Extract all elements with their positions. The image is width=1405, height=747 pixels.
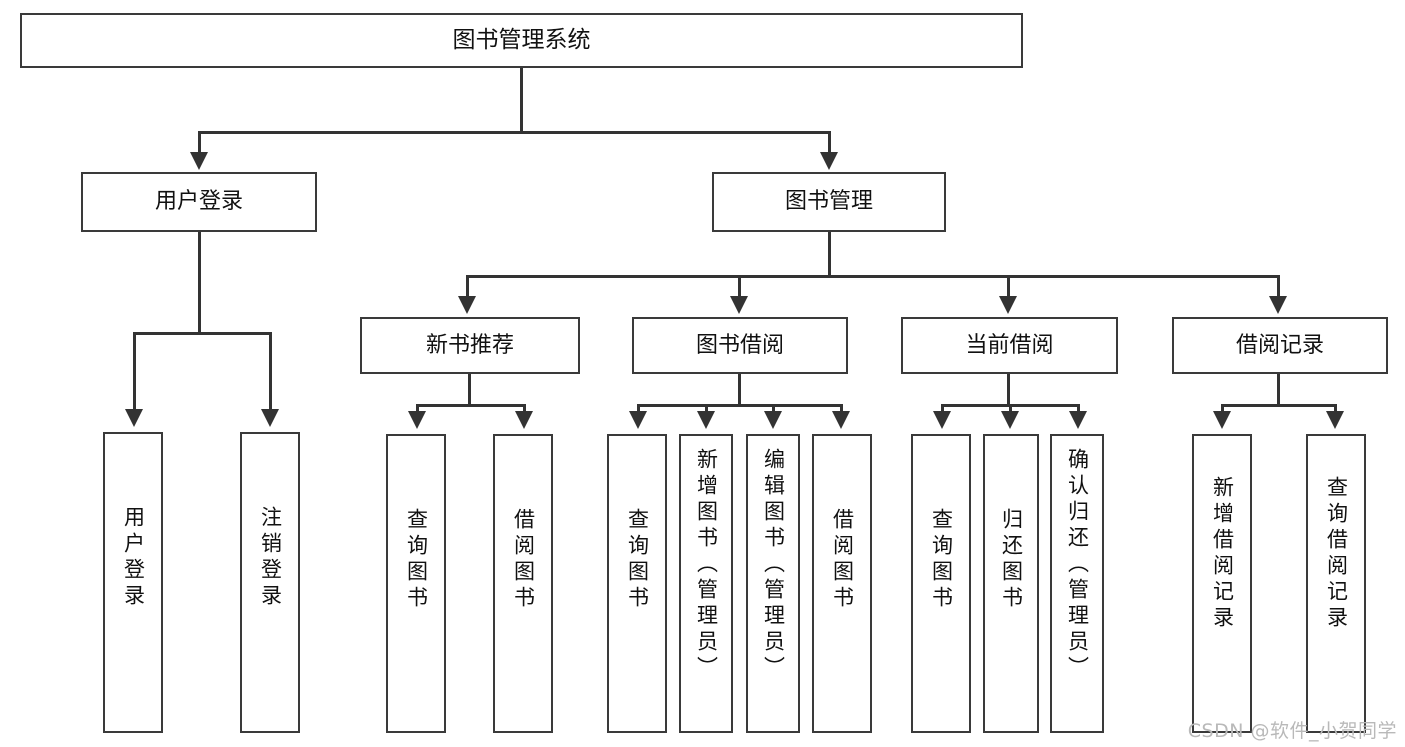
arrowhead-current-leaf-2	[1001, 411, 1019, 429]
leaf-borrow-query-book[interactable]: 查询图书	[607, 434, 667, 733]
leaf-query-borrow-record[interactable]: 查询借阅记录	[1306, 434, 1366, 733]
leaf-edit-book-admin[interactable]: 编辑图书（管理员）	[746, 434, 800, 733]
leaf-label: 查询借阅记录	[1324, 476, 1349, 632]
leaf-confirm-return-admin[interactable]: 确认归还（管理员）	[1050, 434, 1104, 733]
connector-recommend-drop-1	[416, 404, 419, 413]
leaf-label: 新增图书（管理员）	[694, 448, 719, 682]
connector-current-drop-3	[1077, 404, 1080, 413]
leaf-label: 编辑图书（管理员）	[761, 448, 786, 682]
leaf-label: 查询图书	[404, 508, 429, 612]
connector-bookmgmt-drop-2	[738, 275, 741, 297]
csdn-watermark: CSDN @软件_小贺同学	[1187, 720, 1397, 742]
arrowhead-root-to-login	[190, 152, 208, 170]
node-current-borrow[interactable]: 当前借阅	[901, 317, 1118, 374]
connector-bookmgmt-bus	[466, 275, 1280, 278]
arrowhead-level3-2	[730, 296, 748, 314]
node-label: 图书管理	[784, 189, 873, 215]
connector-record-drop-1	[1221, 404, 1224, 413]
arrowhead-level3-3	[999, 296, 1017, 314]
connector-root-bus	[198, 131, 831, 134]
node-new-book-recommend[interactable]: 新书推荐	[360, 317, 580, 374]
connector-login-stem	[198, 232, 201, 334]
connector-current-drop-1	[941, 404, 944, 413]
connector-record-stem	[1277, 374, 1280, 406]
arrowhead-current-leaf-3	[1069, 411, 1087, 429]
connector-current-stem	[1007, 374, 1010, 406]
node-label: 用户登录	[154, 189, 243, 215]
connector-bookmgmt-drop-4	[1277, 275, 1280, 297]
connector-borrow-drop-4	[840, 404, 843, 413]
leaf-borrow-borrow-book[interactable]: 借阅图书	[812, 434, 872, 733]
arrowhead-borrow-leaf-3	[764, 411, 782, 429]
connector-root-stem	[520, 68, 523, 132]
leaf-label: 归还图书	[999, 508, 1024, 612]
arrowhead-login-leaf-1	[125, 409, 143, 427]
arrowhead-borrow-leaf-2	[697, 411, 715, 429]
node-book-management[interactable]: 图书管理	[712, 172, 946, 232]
node-user-login[interactable]: 用户登录	[81, 172, 317, 232]
leaf-return-book[interactable]: 归还图书	[983, 434, 1039, 733]
connector-record-bus	[1221, 404, 1337, 407]
leaf-label: 借阅图书	[511, 508, 536, 612]
leaf-logout[interactable]: 注销登录	[240, 432, 300, 733]
connector-recommend-stem	[468, 374, 471, 406]
connector-borrow-bus	[637, 404, 842, 407]
connector-login-bus	[133, 332, 272, 335]
arrowhead-level3-4	[1269, 296, 1287, 314]
leaf-label: 查询图书	[625, 508, 650, 612]
connector-bookmgmt-drop-1	[466, 275, 469, 297]
leaf-add-book-admin[interactable]: 新增图书（管理员）	[679, 434, 733, 733]
connector-root-to-bookmgmt	[828, 131, 831, 153]
leaf-current-query-book[interactable]: 查询图书	[911, 434, 971, 733]
leaf-recommend-borrow-book[interactable]: 借阅图书	[493, 434, 553, 733]
node-label: 图书借阅	[695, 332, 784, 358]
connector-current-drop-2	[1009, 404, 1012, 413]
node-label: 当前借阅	[965, 332, 1054, 358]
connector-recommend-drop-2	[523, 404, 526, 413]
arrowhead-recommend-leaf-1	[408, 411, 426, 429]
arrowhead-current-leaf-1	[933, 411, 951, 429]
connector-record-drop-2	[1334, 404, 1337, 413]
arrowhead-recommend-leaf-2	[515, 411, 533, 429]
leaf-label: 查询图书	[929, 508, 954, 612]
leaf-label: 新增借阅记录	[1210, 476, 1235, 632]
connector-borrow-drop-1	[637, 404, 640, 413]
leaf-label: 注销登录	[258, 506, 283, 610]
connector-root-to-login	[198, 131, 201, 153]
arrowhead-level3-1	[458, 296, 476, 314]
leaf-label: 确认归还（管理员）	[1065, 448, 1090, 682]
node-label: 图书管理系统	[452, 26, 591, 53]
arrowhead-login-leaf-2	[261, 409, 279, 427]
connector-borrow-stem	[738, 374, 741, 406]
connector-login-left-drop	[133, 332, 136, 410]
leaf-add-borrow-record[interactable]: 新增借阅记录	[1192, 434, 1252, 733]
leaf-user-login[interactable]: 用户登录	[103, 432, 163, 733]
arrowhead-borrow-leaf-4	[832, 411, 850, 429]
node-label: 借阅记录	[1235, 332, 1324, 358]
connector-borrow-drop-2	[705, 404, 708, 413]
node-label: 新书推荐	[425, 332, 514, 358]
node-book-borrow[interactable]: 图书借阅	[632, 317, 848, 374]
arrowhead-root-to-bookmgmt	[820, 152, 838, 170]
arrowhead-record-leaf-1	[1213, 411, 1231, 429]
arrowhead-record-leaf-2	[1326, 411, 1344, 429]
connector-bookmgmt-drop-3	[1007, 275, 1010, 297]
leaf-label: 用户登录	[121, 506, 146, 610]
connector-recommend-bus	[416, 404, 526, 407]
connector-borrow-drop-3	[772, 404, 775, 413]
leaf-label: 借阅图书	[830, 508, 855, 612]
connector-bookmgmt-stem	[828, 232, 831, 277]
connector-login-right-drop	[269, 332, 272, 410]
leaf-recommend-query-book[interactable]: 查询图书	[386, 434, 446, 733]
node-root-system[interactable]: 图书管理系统	[20, 13, 1023, 68]
arrowhead-borrow-leaf-1	[629, 411, 647, 429]
node-borrow-record[interactable]: 借阅记录	[1172, 317, 1388, 374]
